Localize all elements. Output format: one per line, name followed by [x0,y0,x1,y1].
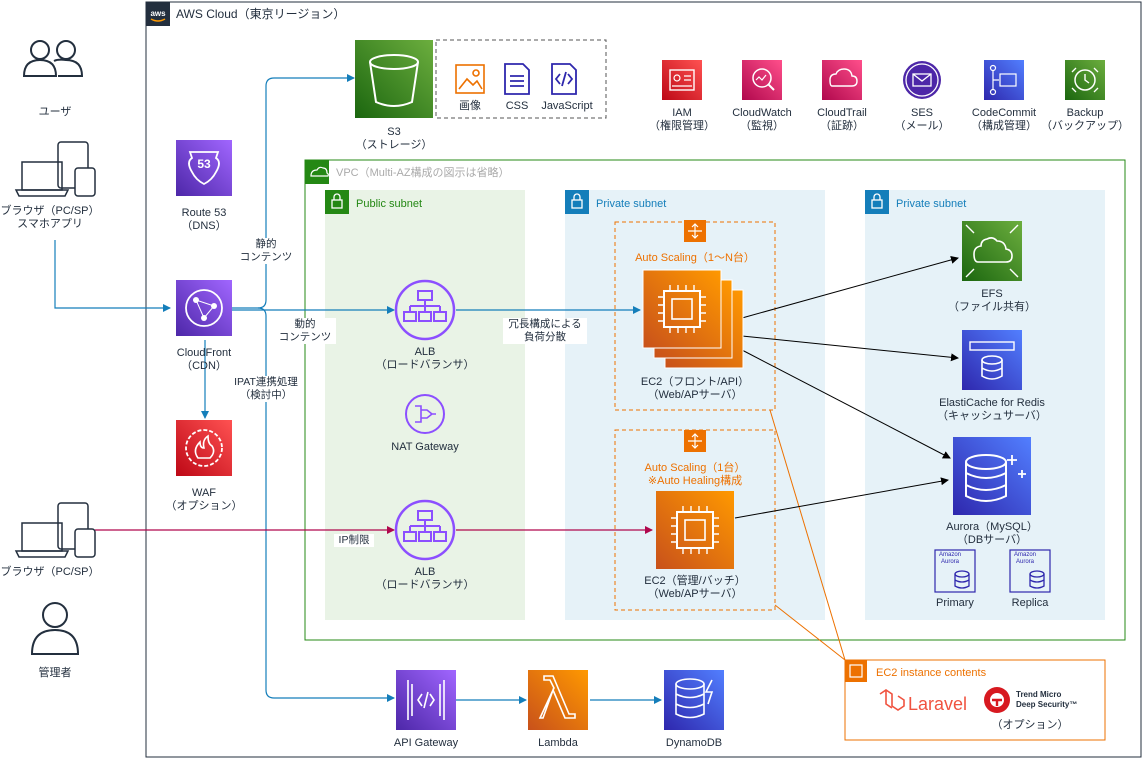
alb-icon-2 [394,499,456,561]
s3-contents-box [435,39,607,119]
image-icon [455,64,485,94]
route53-badge: 53 [197,157,211,171]
css-label: CSS [505,100,529,112]
aurora-primary-badge: Amazon Aurora [938,552,961,565]
javascript-label: JavaScript [541,100,593,112]
aws-logo-icon [146,2,170,26]
ec2-admin-icon [656,491,734,569]
s3-label: S3（ストレージ） [355,126,433,151]
edge-ec2admin-aurora [734,477,949,519]
edge-cloudfront-s3 [232,74,355,309]
elasticache-label: ElastiCache for Redis（キャッシュサーバ） [937,397,1047,422]
vpc-group [304,159,1126,641]
efs-icon [962,221,1022,281]
auto-scaling-1-title: Auto Scaling（1～N台） [635,252,755,264]
nat-gateway-label: NAT Gateway [391,441,459,453]
iam-icon [662,60,702,100]
cloudtrail-icon [822,60,862,100]
nat-gateway-icon [405,394,445,434]
edge-user-cloudfront [54,240,171,312]
ec2-contents-title: EC2 instance contents [876,667,987,679]
api-gateway-icon [396,670,456,730]
laravel-logo-icon [879,689,905,711]
public-subnet [325,190,525,620]
iam-label: IAM（権限管理） [649,107,715,132]
aurora-icon [953,437,1031,515]
route53-label: Route 53（DNS） [181,207,227,232]
aurora-replica-icon [1009,549,1051,593]
edge-ec2-aurora [741,349,951,459]
waf-icon [176,420,232,476]
edge-cloudfront-apigw [257,307,395,702]
cloudfront-icon [176,280,232,336]
codecommit-icon [984,60,1024,100]
edge-label-redundant: 冗長構成による負荷分散 [503,318,587,344]
replica-label: Replica [1011,597,1049,609]
ses-label: SES（メール） [894,107,950,132]
aurora-label: Aurora（MySQL）（DBサーバ） [946,521,1038,546]
edge-label-ipat: IPAT連携処理（検討中） [228,376,304,402]
waf-label: WAF（オプション） [165,487,243,512]
efs-label: EFS（ファイル共有） [948,288,1036,313]
image-label: 画像 [459,100,481,112]
cloudfront-label: CloudFront（CDN） [176,347,232,372]
user-icon [22,40,84,77]
lambda-label: Lambda [538,737,578,749]
admin-icon [30,602,80,655]
alb-icon-1 [394,279,456,341]
ec2-contents-box [844,659,1106,741]
svg-text:aws: aws [150,9,166,18]
edge-ec2-efs [741,256,959,319]
aurora-primary-icon [934,549,976,593]
javascript-icon [551,63,577,95]
css-icon [504,63,530,95]
edge-label-static: 静的コンテンツ [236,238,296,264]
route53-icon [176,140,232,196]
browser-user-label: ブラウザ（PC/SP）スマホアプリ [0,205,100,230]
ec2-front-label: EC2（フロント/API）（Web/APサーバ） [640,376,750,401]
public-subnet-title: Public subnet [356,198,423,210]
edge-ec2-elasticache [741,335,959,362]
edge-label-ip-restrict: IP制限 [334,534,374,547]
trend-option-label: （オプション） [991,719,1069,731]
aws-cloud-title: AWS Cloud（東京リージョン） [176,7,346,21]
cloudwatch-label: CloudWatch（監視） [732,107,792,132]
laravel-label: Laravel [908,694,968,714]
ses-icon [903,61,941,99]
ec2-admin-label: EC2（管理/バッチ）（Web/APサーバ） [644,575,746,600]
browser-admin-label: ブラウザ（PC/SP） [0,566,100,578]
private-subnet-2-title: Private subnet [896,198,967,210]
alb-2-label: ALB（ロードバランサ） [375,566,475,591]
aws-cloud-group [145,1,1142,758]
backup-label: Backup（バックアップ） [1041,107,1129,132]
dynamodb-label: DynamoDB [665,737,723,749]
user-label: ユーザ [38,106,72,118]
admin-label: 管理者 [38,667,72,679]
browser-admin-icon [14,502,96,558]
api-gateway-label: API Gateway [393,737,459,749]
trend-micro-logo-icon [984,687,1010,713]
private-subnet-1-title: Private subnet [596,198,667,210]
ec2-front-icon [642,269,744,369]
browser-user-icon [14,141,96,197]
vpc-title: VPC（Multi-AZ構成の図示は省略） [336,167,510,179]
backup-icon [1065,60,1105,100]
dynamodb-icon [664,670,724,730]
codecommit-label: CodeCommit（構成管理） [971,107,1037,132]
cloudtrail-label: CloudTrail（証跡） [817,107,867,132]
edge-label-dynamic: 動的コンテンツ [274,318,336,344]
s3-icon [355,40,433,118]
auto-scaling-2-title: Auto Scaling（1台）※Auto Healing構成 [644,462,746,487]
primary-label: Primary [936,597,974,609]
elasticache-icon [962,330,1022,390]
cloudwatch-icon [742,60,782,100]
aurora-replica-badge: Amazon Aurora [1013,552,1036,565]
lambda-icon [528,670,588,730]
alb-1-label: ALB（ロードバランサ） [375,346,475,371]
